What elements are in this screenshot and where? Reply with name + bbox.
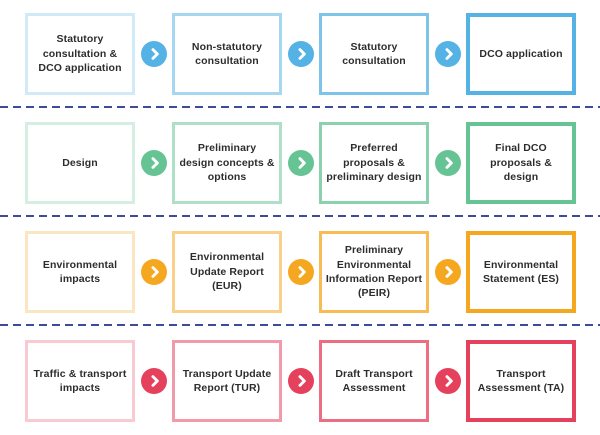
step-label: Traffic & transport impacts bbox=[33, 367, 127, 394]
step-box: Preferred proposals & preliminary design bbox=[319, 122, 429, 204]
chevron-right-icon bbox=[434, 368, 461, 394]
phase-row-consultation: Statutory consultation & DCO application… bbox=[0, 13, 600, 95]
step-box: Preliminary design concepts & options bbox=[172, 122, 282, 204]
step-box: Statutory consultation & DCO application bbox=[25, 13, 135, 95]
step-label: Preliminary Environmental Information Re… bbox=[325, 244, 423, 300]
step-label: Transport Update Report (TUR) bbox=[182, 367, 272, 394]
step-label: Preferred proposals & preliminary design bbox=[326, 142, 422, 184]
step-label: Statutory consultation bbox=[342, 40, 406, 67]
step-label: Environmental Statement (ES) bbox=[482, 258, 560, 285]
step-box: Transport Assessment (TA) bbox=[466, 340, 576, 422]
chevron-right-icon bbox=[287, 41, 314, 67]
dashed-separator bbox=[0, 324, 600, 326]
chevron-right-icon bbox=[434, 41, 461, 67]
step-label: DCO application bbox=[479, 47, 563, 60]
step-label: Draft Transport Assessment bbox=[335, 367, 413, 394]
step-box: Non-statutory consultation bbox=[172, 13, 282, 95]
step-box: Environmental impacts bbox=[25, 231, 135, 313]
step-box: Final DCO proposals & design bbox=[466, 122, 576, 204]
phase-row-environment: Environmental impacts Environmental Upda… bbox=[0, 231, 600, 313]
chevron-right-icon bbox=[434, 150, 461, 176]
step-label: Environmental impacts bbox=[42, 258, 118, 285]
chevron-right-icon bbox=[287, 259, 314, 285]
step-label: Preliminary design concepts & options bbox=[179, 142, 275, 184]
chevron-right-icon bbox=[434, 259, 461, 285]
step-box: DCO application bbox=[466, 13, 576, 95]
chevron-right-icon bbox=[140, 41, 167, 67]
step-label: Design bbox=[62, 156, 98, 169]
step-box: Environmental Update Report (EUR) bbox=[172, 231, 282, 313]
step-box: Transport Update Report (TUR) bbox=[172, 340, 282, 422]
step-label: Transport Assessment (TA) bbox=[477, 367, 565, 394]
step-box: Draft Transport Assessment bbox=[319, 340, 429, 422]
chevron-right-icon bbox=[140, 150, 167, 176]
step-box: Environmental Statement (ES) bbox=[466, 231, 576, 313]
step-box: Design bbox=[25, 122, 135, 204]
phase-row-transport: Traffic & transport impacts Transport Up… bbox=[0, 340, 600, 422]
chevron-right-icon bbox=[287, 368, 314, 394]
chevron-right-icon bbox=[287, 150, 314, 176]
step-box: Statutory consultation bbox=[319, 13, 429, 95]
step-box: Traffic & transport impacts bbox=[25, 340, 135, 422]
step-label: Non-statutory consultation bbox=[191, 40, 263, 67]
step-label: Statutory consultation & DCO application bbox=[38, 33, 122, 75]
chevron-right-icon bbox=[140, 368, 167, 394]
dashed-separator bbox=[0, 106, 600, 108]
step-label: Final DCO proposals & design bbox=[490, 142, 552, 184]
phase-row-design: Design Preliminary design concepts & opt… bbox=[0, 122, 600, 204]
step-box: Preliminary Environmental Information Re… bbox=[319, 231, 429, 313]
step-label: Environmental Update Report (EUR) bbox=[189, 251, 265, 293]
dashed-separator bbox=[0, 215, 600, 217]
chevron-right-icon bbox=[140, 259, 167, 285]
